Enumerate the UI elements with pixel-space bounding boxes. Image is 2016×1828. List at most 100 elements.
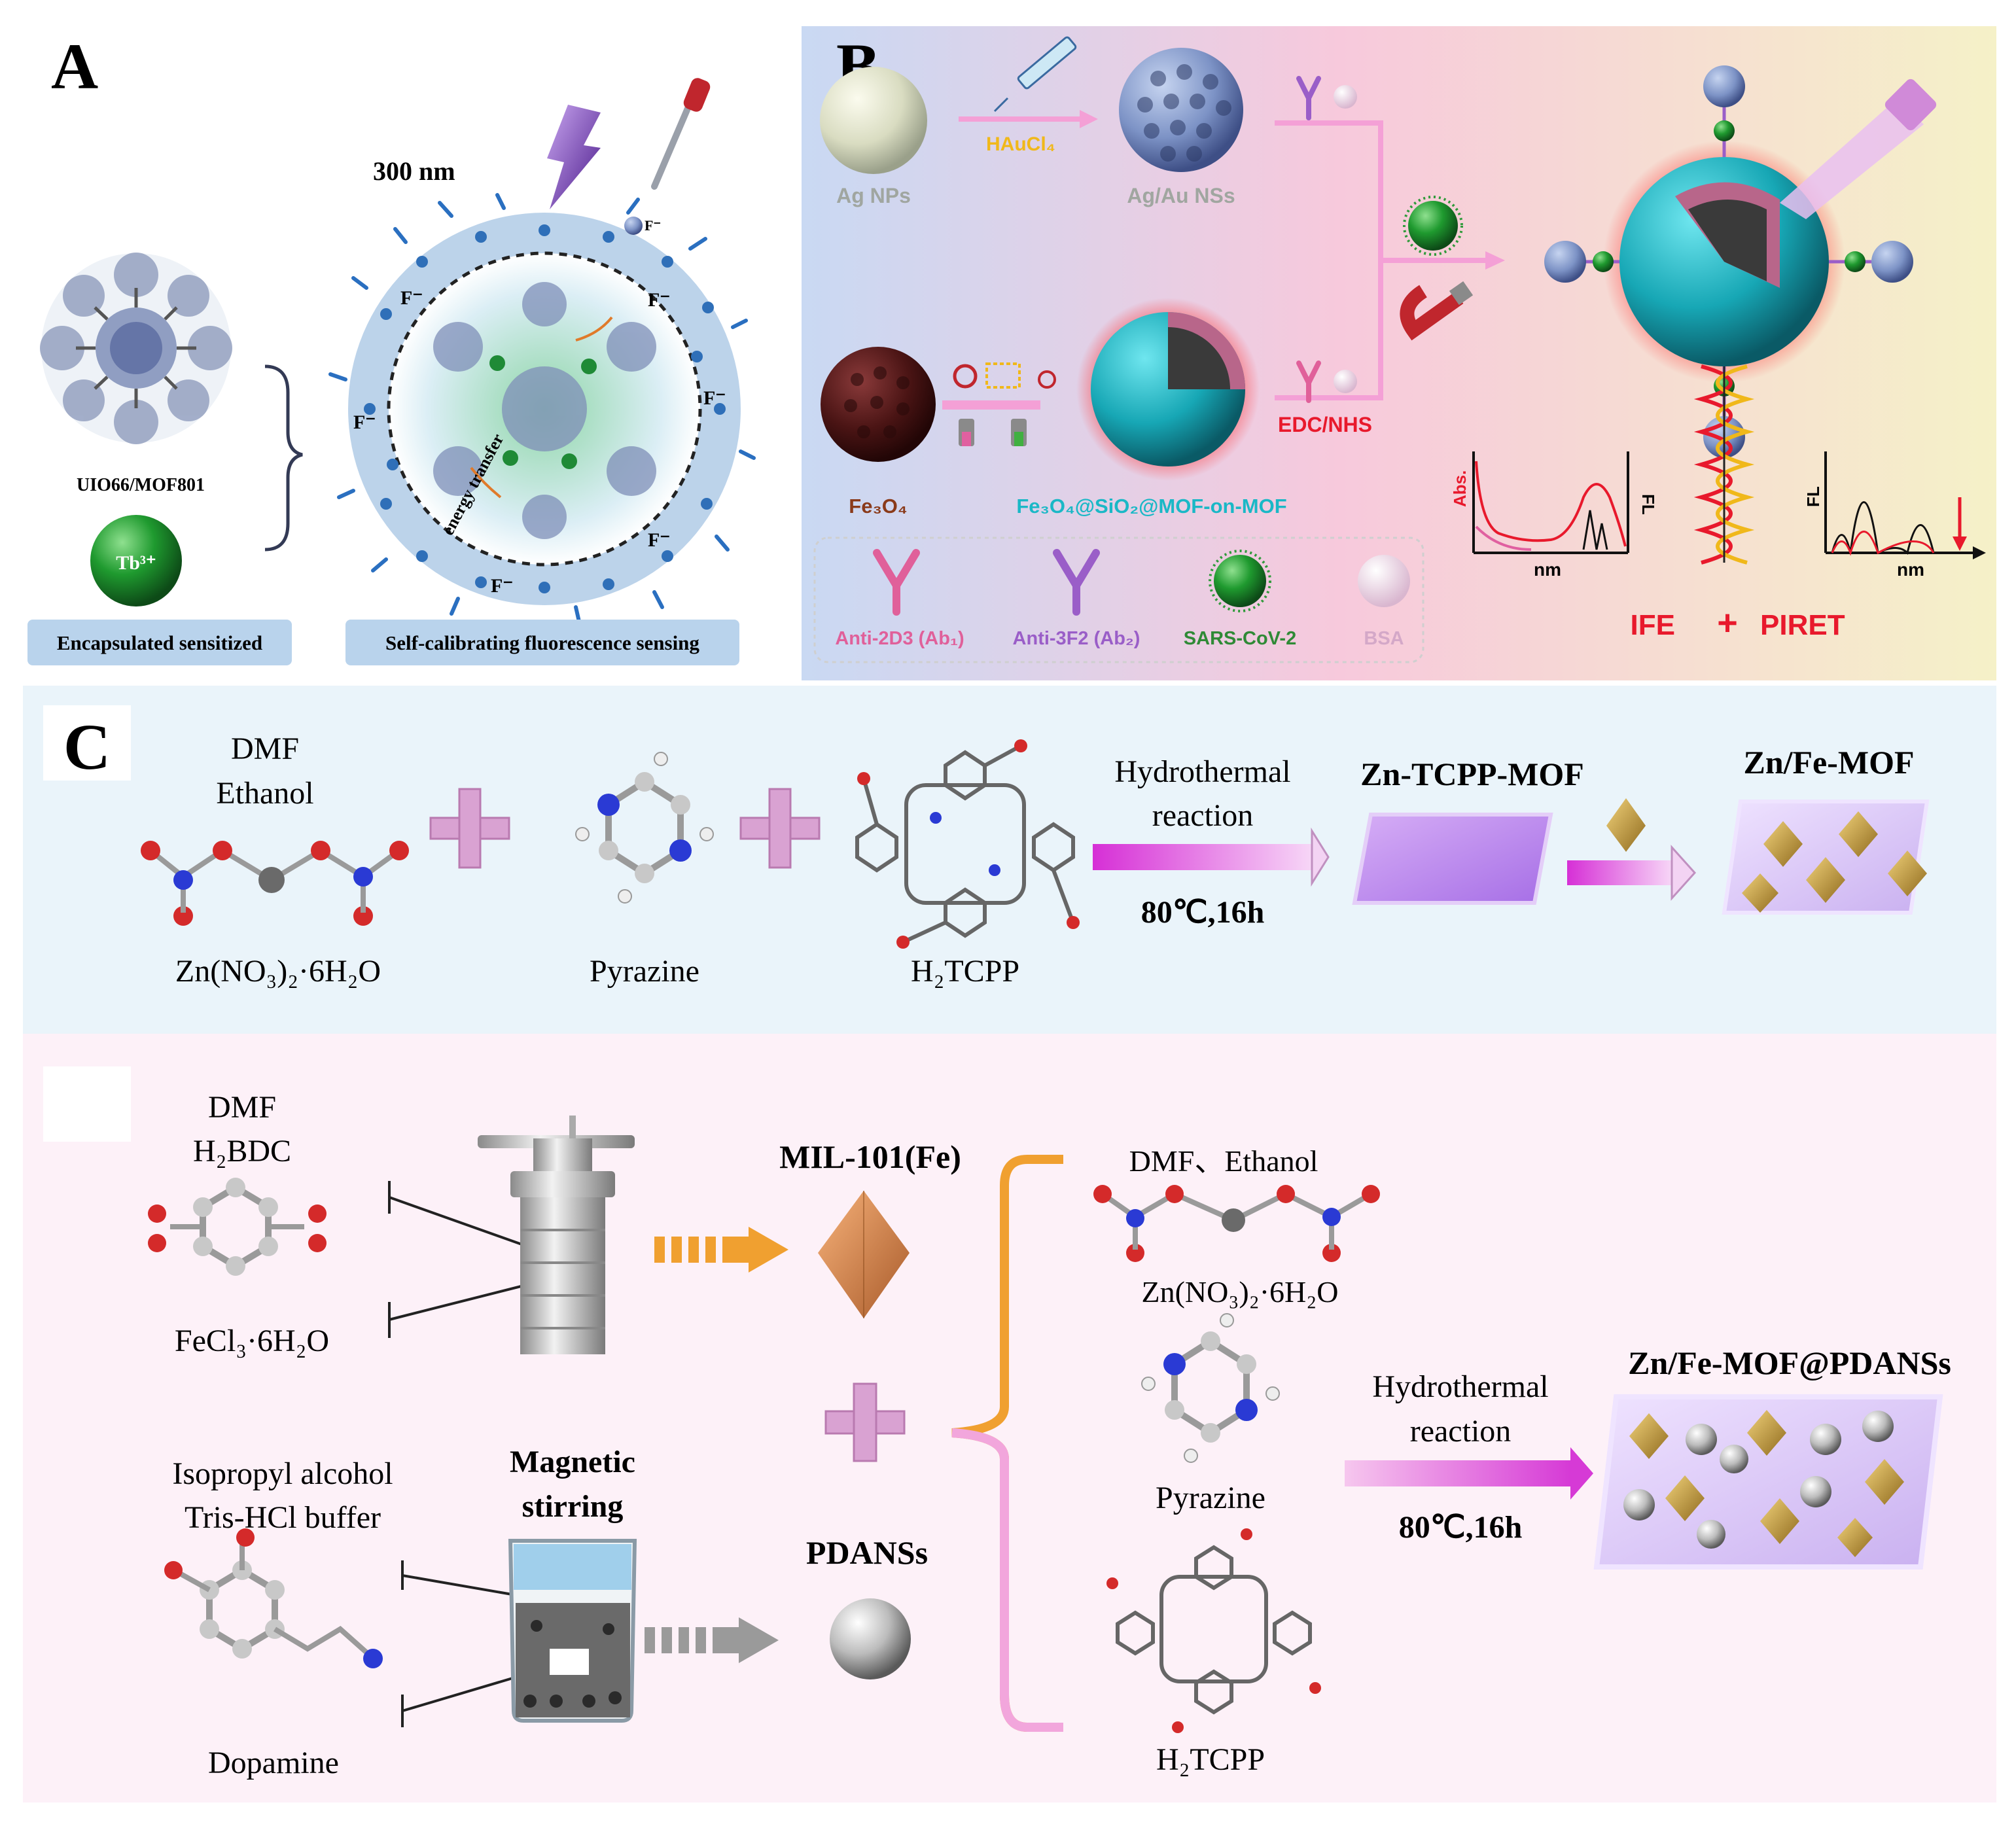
d-hydro-1: Hydrothermal xyxy=(1372,1369,1548,1404)
d-magnetic-2: stirring xyxy=(522,1489,624,1524)
fluoride-ion-icon xyxy=(624,217,643,235)
fe3o4-label: Fe₃O₄ xyxy=(849,495,907,518)
ife-label: IFE xyxy=(1631,609,1675,641)
merge-arrows xyxy=(1275,120,1485,400)
fl-chart xyxy=(1824,451,1986,559)
d-dopamine: Dopamine xyxy=(208,1746,339,1780)
d-pyrazine-molecule-icon xyxy=(1141,1313,1280,1463)
piret-label: PIRET xyxy=(1760,609,1845,641)
pdans-arrow xyxy=(645,1617,779,1663)
c-solvent-1: DMF xyxy=(231,731,299,766)
fluoride-label-5: F⁻ xyxy=(648,529,670,551)
c-hydro-2: reaction xyxy=(1152,798,1254,833)
merge-arrowhead xyxy=(1485,251,1505,270)
plus-sign: + xyxy=(1717,603,1738,642)
plus-icon-2 xyxy=(739,788,821,869)
ab1-icon xyxy=(873,549,920,616)
pyrazine-molecule-icon xyxy=(575,752,714,904)
syringe-icon xyxy=(993,36,1077,113)
ag-nps-label: Ag NPs xyxy=(836,184,911,207)
tb-label: Tb³⁺ xyxy=(116,552,156,574)
fluoride-label-1: F⁻ xyxy=(400,287,423,309)
fluoride-label-3: F⁻ xyxy=(353,412,376,433)
c-solvent-2: Ethanol xyxy=(216,776,313,811)
panel-a-letter: A xyxy=(51,30,98,103)
d-solvents: DMF、Ethanol xyxy=(1129,1144,1318,1178)
d-reaction-arrow xyxy=(1345,1447,1593,1500)
antibody-top xyxy=(1296,76,1357,120)
big-brace-lower xyxy=(951,1428,1063,1732)
d-pyrazine: Pyrazine xyxy=(1156,1481,1265,1515)
pipette-icon xyxy=(651,78,711,190)
magnet-icon xyxy=(1400,281,1474,341)
zinc-nitrate-molecule-icon xyxy=(141,841,409,926)
panel-c-background xyxy=(23,686,1996,1034)
zn-tcpp-sheet-icon xyxy=(1352,813,1553,905)
d-fecl3: FeCl₃·6H₂O xyxy=(175,1324,329,1358)
panel-b: B Ag NPs HAuCl₄ Ag/Au NSs xyxy=(802,26,1996,680)
antibody-bottom xyxy=(1296,360,1357,403)
mof-cluster-icon xyxy=(40,253,232,444)
scale-label: 300 nm xyxy=(373,156,455,186)
d-hydro-2: reaction xyxy=(1410,1414,1512,1449)
small-octahedron-icon xyxy=(1606,798,1646,852)
d-plus-icon xyxy=(824,1382,906,1462)
panel-d-letter-box xyxy=(43,1066,131,1142)
bracket-bottom xyxy=(401,1560,524,1727)
d-mil-label: MIL-101(Fe) xyxy=(779,1138,961,1175)
d-tcpp-molecule-icon xyxy=(1116,1545,1312,1715)
fluoride-label-6: F⁻ xyxy=(491,575,513,597)
legend-ab2: Anti-3F2 (Ab₂) xyxy=(1013,628,1141,649)
lightning-icon xyxy=(547,105,601,209)
c-product-arrow xyxy=(1567,845,1697,901)
ag-au-label: Ag/Au NSs xyxy=(1127,184,1235,207)
bsa-icon xyxy=(1358,555,1410,607)
abs-label: Abs. xyxy=(1450,470,1470,507)
sars-cov-2-icon xyxy=(1403,196,1463,256)
pdans-sphere-icon xyxy=(830,1598,911,1679)
caption-left: Encapsulated sensitized xyxy=(57,631,262,654)
d-pdans-label: PDANSs xyxy=(806,1534,928,1571)
haucl4-label: HAuCl₄ xyxy=(986,133,1055,155)
nm-label-right: nm xyxy=(1897,559,1924,580)
mof-label: UIO66/MOF801 xyxy=(77,475,205,495)
d-input-2: H₂BDC xyxy=(193,1134,291,1169)
fluoride-ion-label: F⁻ xyxy=(645,217,661,234)
d-product-label: Zn/Fe-MOF@PDANSs xyxy=(1628,1345,1951,1381)
d-input-3: Isopropyl alcohol xyxy=(172,1456,393,1491)
synthesis-vials xyxy=(942,362,1056,446)
composite-particle-icon xyxy=(1076,298,1260,481)
d-zinc-salt: Zn(NO₃)₂·6H₂O xyxy=(1141,1275,1338,1309)
emission-waves xyxy=(1693,364,1755,565)
fluoride-label-4: F⁻ xyxy=(703,387,726,409)
beaker-icon xyxy=(508,1539,637,1723)
c-hydro-1: Hydrothermal xyxy=(1114,754,1290,789)
panel-c-letter-box xyxy=(43,705,131,781)
d-tcpp: H₂TCPP xyxy=(1156,1742,1265,1777)
d-condition: 80℃,16h xyxy=(1399,1510,1523,1545)
caption-left-box xyxy=(27,620,292,665)
c-zn-tcpp: Zn-TCPP-MOF xyxy=(1360,756,1584,792)
ab2-icon xyxy=(1053,549,1100,616)
panel-c-letter: C xyxy=(63,711,111,783)
plus-icon-1 xyxy=(429,788,510,869)
edc-label: EDC/NHS xyxy=(1278,413,1372,436)
sandwich-complex-icon xyxy=(1544,65,1937,458)
fl-label-right: FL xyxy=(1803,486,1823,507)
tcpp-molecule-icon xyxy=(855,744,1075,944)
tcpp-heteroatoms xyxy=(857,739,1080,949)
legend-box xyxy=(813,536,1424,663)
panel-d: DMF H₂BDC FeCl₃·6H₂O MIL-101(Fe) xyxy=(23,1034,1996,1802)
legend-ab1: Anti-2D3 (Ab₁) xyxy=(835,628,964,649)
d-input-1: DMF xyxy=(208,1090,276,1125)
d-zinc-nitrate-molecule-icon xyxy=(1093,1185,1380,1262)
d-input-4: Tris-HCl buffer xyxy=(185,1500,381,1535)
panel-c: C DMF Ethanol Zn(NO₃)₂·6H₂O Pyrazine xyxy=(23,686,1996,1034)
mil-arrow xyxy=(654,1227,788,1273)
c-tcpp: H₂TCPP xyxy=(911,954,1019,989)
caption-right-box xyxy=(345,620,739,665)
abs-fl-chart xyxy=(1472,451,1629,554)
c-zinc-salt: Zn(NO₃)₂·6H₂O xyxy=(175,954,381,989)
c-reaction-arrow xyxy=(1093,827,1330,887)
